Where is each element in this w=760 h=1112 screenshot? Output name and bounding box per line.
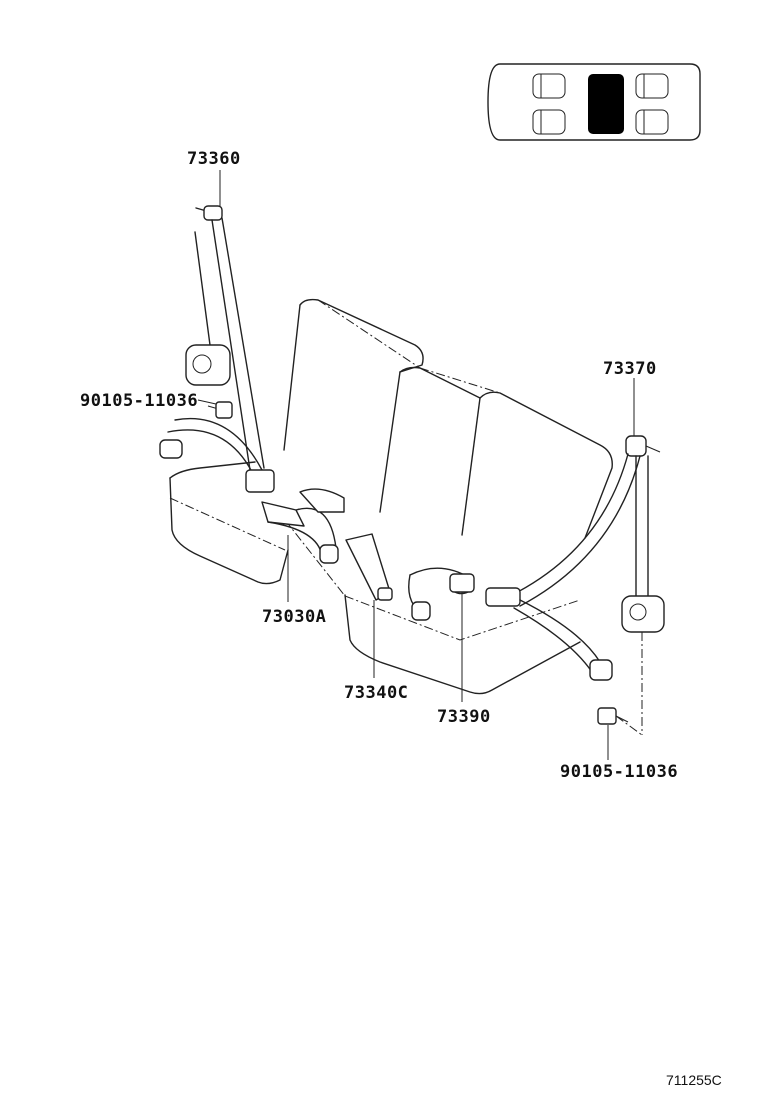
locator-highlight-seat <box>588 74 624 134</box>
label-73390: 73390 <box>437 707 491 727</box>
label-90105-left: 90105-11036 <box>80 391 198 411</box>
label-73360: 73360 <box>187 149 241 169</box>
label-73030A: 73030A <box>262 607 326 627</box>
locator-seat-rear-lower <box>635 109 669 135</box>
bench-seat <box>169 298 613 695</box>
belt-73030A <box>261 488 345 564</box>
figure-id: 711255C <box>666 1072 722 1088</box>
label-90105-right: 90105-11036 <box>560 762 678 782</box>
right-retractor-belt-73370 <box>485 435 665 681</box>
bolt-90105-left <box>207 401 233 419</box>
label-73340C: 73340C <box>344 683 408 703</box>
locator-seat-front-left <box>532 73 566 99</box>
label-73370: 73370 <box>603 359 657 379</box>
left-retractor-belt-73360 <box>159 205 275 493</box>
locator-seat-front-right <box>532 109 566 135</box>
buckle-73340C <box>345 533 393 601</box>
leader-lines <box>197 170 643 760</box>
seat-locator-inset <box>487 63 701 141</box>
locator-seat-rear-upper <box>635 73 669 99</box>
bolt-90105-right <box>597 707 629 725</box>
buckle-73390 <box>408 567 475 621</box>
